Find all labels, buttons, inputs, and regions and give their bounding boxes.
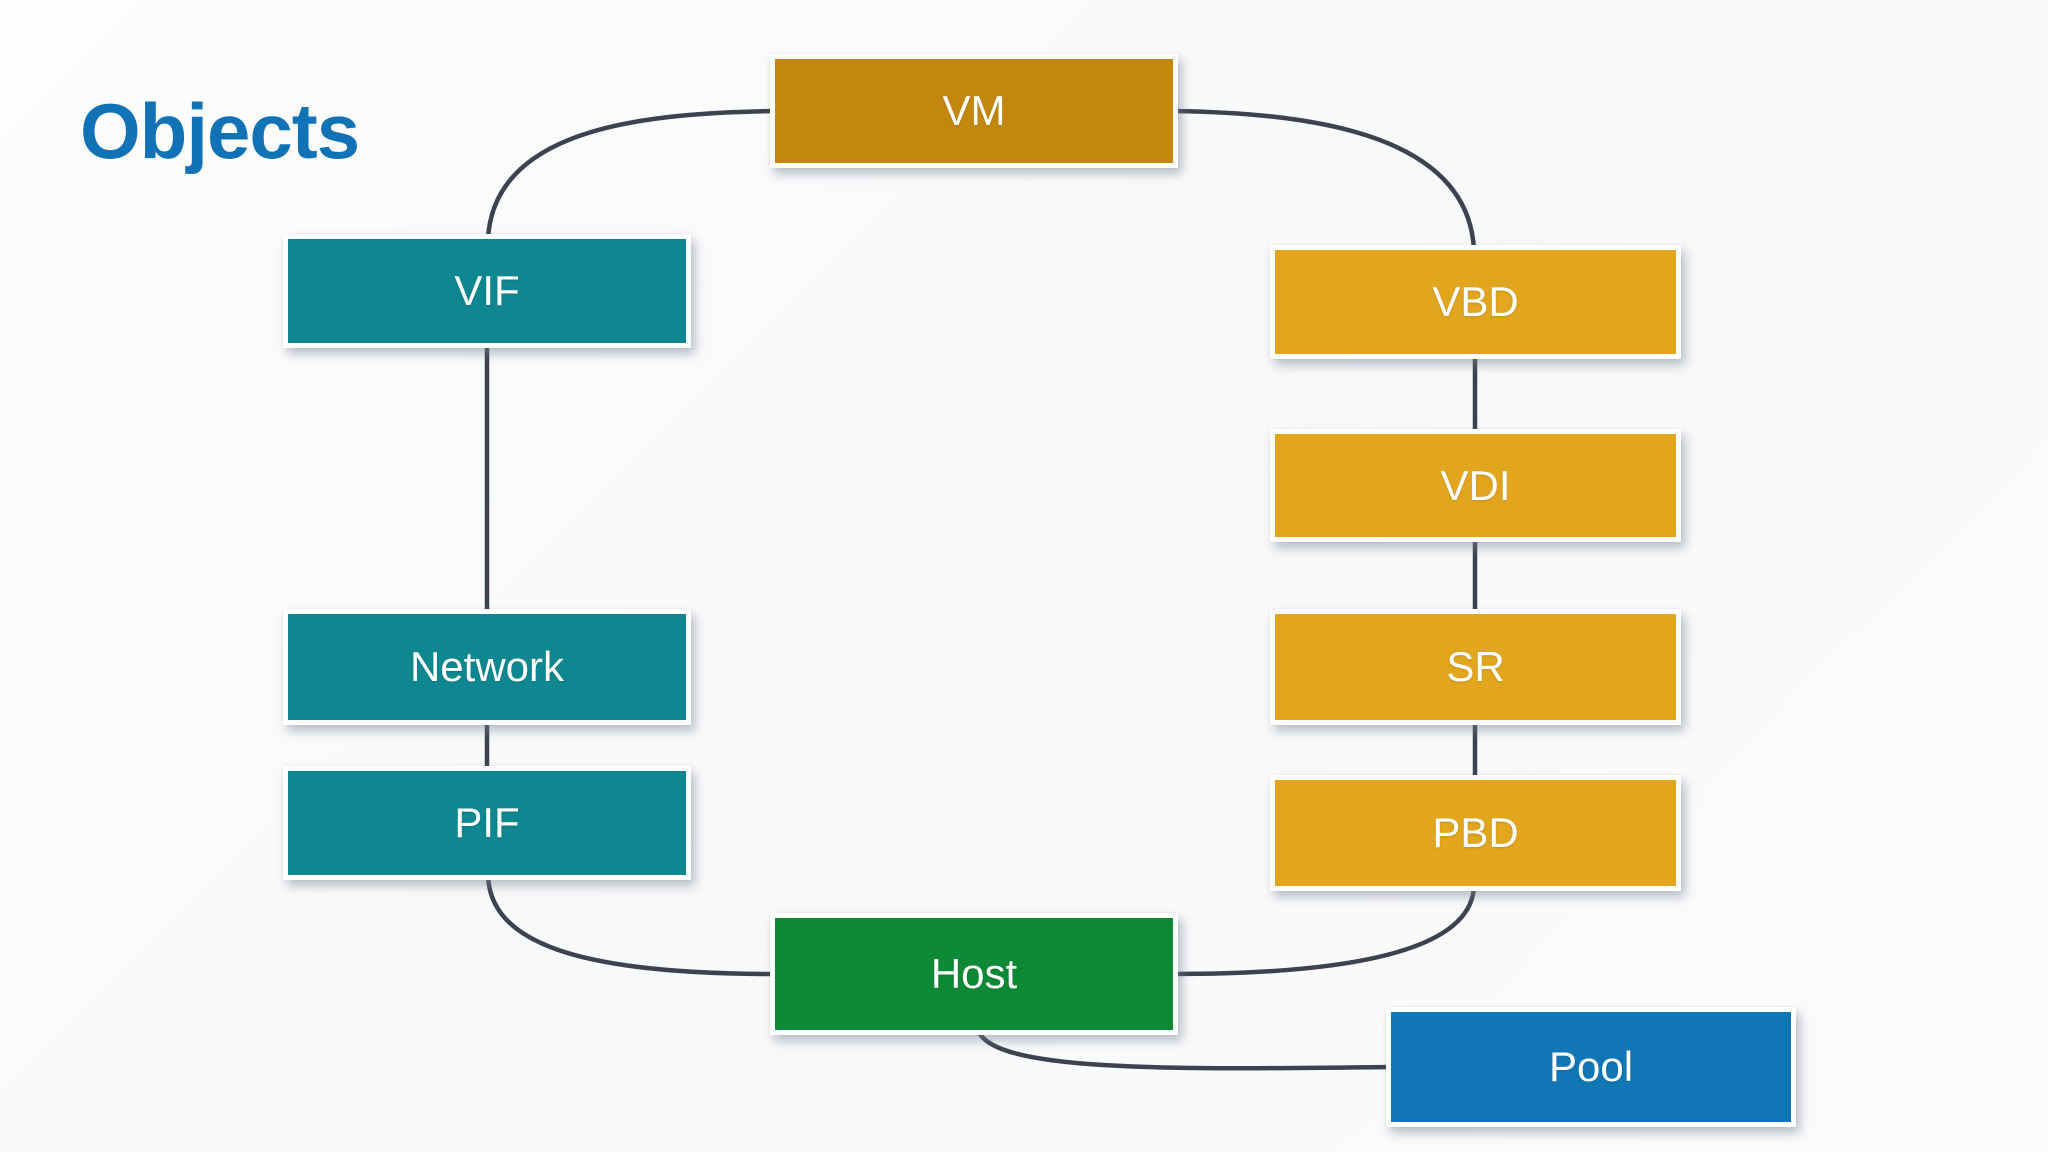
node-label-vm: VM bbox=[942, 87, 1006, 134]
node-pbd: PBD bbox=[1270, 775, 1681, 891]
node-pool: Pool bbox=[1386, 1007, 1796, 1127]
edge-vm-vif bbox=[485, 108, 778, 242]
edge-vm-vbd bbox=[1170, 108, 1477, 253]
node-network: Network bbox=[283, 609, 691, 725]
node-label-pbd: PBD bbox=[1432, 809, 1519, 856]
node-label-vbd: VBD bbox=[1432, 278, 1519, 325]
node-vm: VM bbox=[770, 54, 1178, 168]
edge-host-pool bbox=[975, 1027, 1394, 1071]
edge-pif-host bbox=[485, 872, 778, 977]
node-vbd: VBD bbox=[1270, 245, 1681, 359]
edge-pbd-host bbox=[1170, 883, 1477, 977]
node-label-vif: VIF bbox=[454, 267, 520, 314]
node-label-host: Host bbox=[930, 950, 1018, 997]
node-sr: SR bbox=[1270, 609, 1681, 725]
node-label-pool: Pool bbox=[1548, 1043, 1634, 1090]
page-title: Objects bbox=[80, 87, 360, 175]
node-host: Host bbox=[770, 913, 1178, 1035]
node-vif: VIF bbox=[283, 234, 691, 348]
node-label-network: Network bbox=[409, 643, 565, 690]
node-label-pif: PIF bbox=[454, 799, 520, 846]
node-vdi: VDI bbox=[1270, 429, 1681, 542]
node-label-vdi: VDI bbox=[1440, 461, 1511, 509]
node-label-sr: SR bbox=[1446, 643, 1505, 690]
node-pif: PIF bbox=[283, 766, 691, 880]
